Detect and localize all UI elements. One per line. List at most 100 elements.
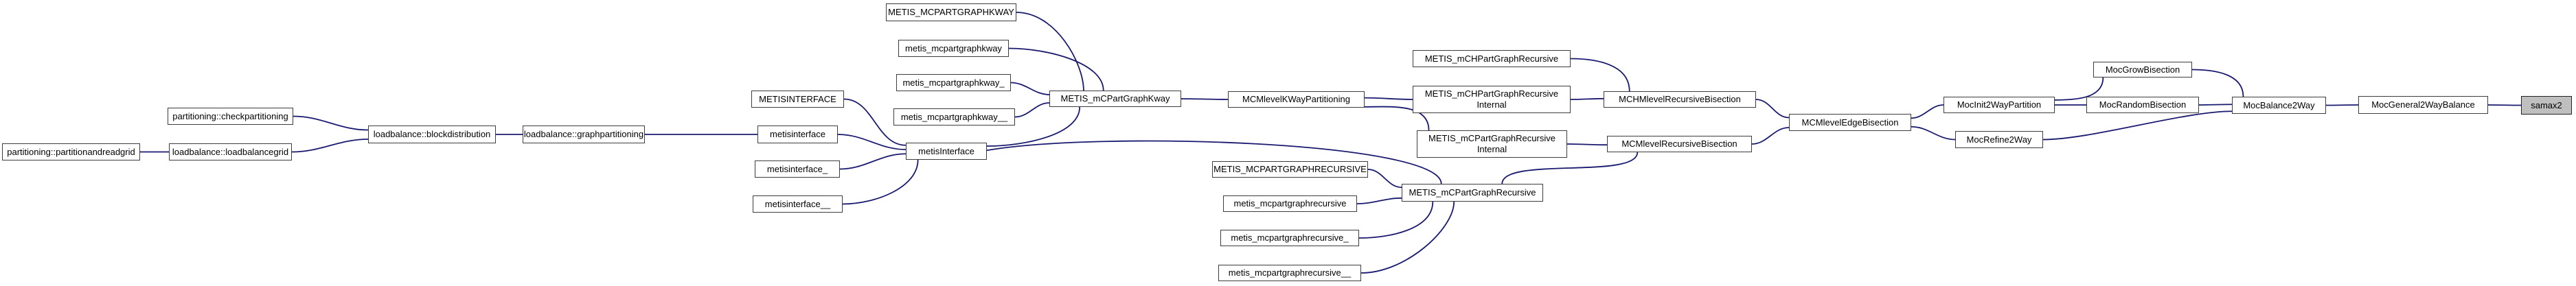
node-label: metisinterface_ — [766, 163, 828, 174]
node-mcm[interactable]: MCMlevelRecursiveBisection — [1607, 136, 1752, 152]
node-mocgen[interactable]: MocGeneral2WayBalance — [2358, 96, 2488, 114]
node-kw3[interactable]: metis_mcpartgraphkway__ — [893, 108, 1015, 126]
edge-checkp-to-blockd — [293, 115, 369, 131]
node-mocbal[interactable]: MocBalance2Way — [2232, 97, 2326, 114]
edge-mint-to-kway — [986, 106, 1081, 147]
node-label: MocRefine2Way — [1966, 134, 2032, 145]
node-label: METISINTERFACE — [759, 93, 836, 104]
node-label: partitioning::checkpartitioning — [172, 110, 288, 121]
node-label: loadbalance::loadbalancegrid — [172, 146, 289, 157]
node-label: MocBalance2Way — [2243, 99, 2315, 110]
edge-mocinit-to-mocgrow — [2054, 77, 2104, 101]
edge-miface_up-to-mint — [843, 98, 907, 146]
node-edgebis[interactable]: MCMlevelEdgeBisection — [1789, 114, 1911, 131]
node-label: MCMlevelKWayPartitioning — [1242, 94, 1350, 104]
node-label: METIS_MCPARTGRAPHRECURSIVE — [1213, 164, 1367, 174]
edge-mocbal-to-mocgen — [2325, 104, 2359, 106]
node-chpr[interactable]: METIS_mCHPartGraphRecursive — [1413, 50, 1571, 67]
node-label: metisinterface — [770, 129, 825, 139]
node-recur[interactable]: METIS_mCPartGraphRecursive — [1402, 184, 1543, 202]
edge-lbgrid-to-blockd — [291, 139, 369, 153]
node-mi_us1[interactable]: metisinterface_ — [755, 160, 840, 178]
edge-mint-to-recur — [986, 140, 1442, 184]
edge-kw1-to-kway — [1008, 47, 1104, 91]
edge-mocrandom-to-mocbal — [2198, 104, 2233, 106]
node-mocrefine[interactable]: MocRefine2Way — [1955, 131, 2043, 148]
edge-rec1-to-recur — [1356, 197, 1402, 204]
node-label: MCHMlevelRecursiveBisection — [1619, 94, 1741, 104]
edge-mocrefine-to-mocbal — [2042, 110, 2233, 141]
node-label: metis_mcpartgraphrecursive — [1233, 198, 1347, 208]
node-kw1[interactable]: metis_mcpartgraphkway — [898, 40, 1009, 57]
edge-rec2-to-recur — [1358, 201, 1434, 239]
edge-mi_us1-to-mint — [839, 153, 907, 170]
node-label: metis_mcpartgraphkway__ — [900, 111, 1008, 122]
node-label: metisInterface — [918, 145, 974, 156]
node-rec2[interactable]: metis_mcpartgraphrecursive_ — [1220, 230, 1359, 246]
node-mi_us2[interactable]: metisinterface__ — [753, 195, 843, 213]
node-label: loadbalance::blockdistribution — [373, 129, 491, 139]
node-label: MocGrowBisection — [2105, 64, 2180, 75]
edge-mi_us2-to-mint — [842, 159, 919, 205]
node-mocinit[interactable]: MocInit2WayPartition — [1944, 97, 2055, 113]
edge-edgebis-to-mocrefine — [1911, 126, 1956, 141]
edge-edgebis-to-mocinit — [1911, 104, 1944, 119]
edge-kw2-to-kway — [1010, 82, 1050, 95]
edge-chpr-to-mchm — [1570, 58, 1630, 92]
node-label: MocGeneral2WayBalance — [2371, 99, 2475, 110]
edge-kway_up-to-kway — [1016, 12, 1084, 91]
edge-mcm-to-edgebis — [1751, 127, 1790, 145]
node-kw2[interactable]: metis_mcpartgraphkway_ — [896, 74, 1011, 91]
node-mi_lc[interactable]: metisinterface — [757, 126, 838, 143]
node-label: metisinterface__ — [764, 198, 831, 209]
node-label: Internal — [1477, 144, 1507, 154]
node-label: MCMlevelEdgeBisection — [1801, 117, 1899, 128]
edge-rec3-to-recur — [1360, 201, 1455, 274]
node-label: metis_mcpartgraphrecursive__ — [1228, 267, 1352, 278]
node-label: METIS_mCHPartGraphRecursive — [1424, 53, 1559, 64]
node-label: METIS_MCPARTGRAPHKWAY — [888, 7, 1014, 17]
node-mocrandom[interactable]: MocRandomBisection — [2086, 97, 2199, 113]
node-label: MocRandomBisection — [2099, 99, 2187, 110]
node-label: samax2 — [2531, 99, 2562, 110]
edge-recur-to-mcm — [1501, 152, 1639, 184]
node-rec1[interactable]: metis_mcpartgraphrecursive — [1223, 195, 1357, 212]
edge-mocgen-to-samax2 — [2487, 104, 2522, 106]
node-kwaypart[interactable]: MCMlevelKWayPartitioning — [1228, 91, 1365, 108]
node-label: metis_mcpartgraphkway_ — [902, 77, 1005, 88]
edge-recur_up-to-recur — [1367, 169, 1402, 189]
node-pand[interactable]: partitioning::partitionandreadgrid — [2, 143, 140, 160]
node-mocgrow[interactable]: MocGrowBisection — [2093, 62, 2192, 78]
node-label: METIS_mCPartGraphRecursive — [1428, 133, 1555, 143]
node-checkp[interactable]: partitioning::checkpartitioning — [168, 108, 293, 125]
edge-mchm-to-edgebis — [1755, 99, 1790, 119]
node-rec3[interactable]: metis_mcpartgraphrecursive__ — [1218, 265, 1361, 281]
node-kway[interactable]: METIS_mCPartGraphKway — [1049, 91, 1181, 107]
node-samax2: samax2 — [2521, 96, 2572, 115]
node-mint[interactable]: metisInterface — [906, 143, 987, 160]
node-label: MocInit2WayPartition — [1957, 99, 2042, 110]
node-label: METIS_mCHPartGraphRecursive — [1424, 88, 1559, 99]
node-miface_up[interactable]: METISINTERFACE — [751, 91, 844, 108]
node-graphp[interactable]: loadbalance::graphpartitioning — [523, 126, 645, 143]
edge-mi_lc-to-mint — [837, 134, 907, 150]
node-recur_up[interactable]: METIS_MCPARTGRAPHRECURSIVE — [1212, 161, 1368, 178]
edge-kwaypart-to-cpri — [1364, 106, 1430, 131]
node-label: loadbalance::graphpartitioning — [523, 129, 644, 139]
node-label: MCMlevelRecursiveBisection — [1621, 139, 1737, 149]
edge-mocgrow-to-mocbal — [2191, 69, 2244, 97]
node-label: Internal — [1477, 99, 1507, 110]
node-mchm[interactable]: MCHMlevelRecursiveBisection — [1604, 91, 1756, 108]
node-blockd[interactable]: loadbalance::blockdistribution — [368, 126, 496, 143]
node-kway_up[interactable]: METIS_MCPARTGRAPHKWAY — [886, 3, 1016, 21]
node-label: metis_mcpartgraphrecursive_ — [1231, 233, 1349, 243]
node-label: metis_mcpartgraphkway — [905, 43, 1002, 53]
node-label: partitioning::partitionandreadgrid — [7, 146, 135, 157]
node-label: METIS_mCPartGraphRecursive — [1409, 187, 1536, 198]
edge-cpri-to-mcm — [1566, 143, 1608, 146]
node-lbgrid[interactable]: loadbalance::loadbalancegrid — [169, 143, 292, 160]
